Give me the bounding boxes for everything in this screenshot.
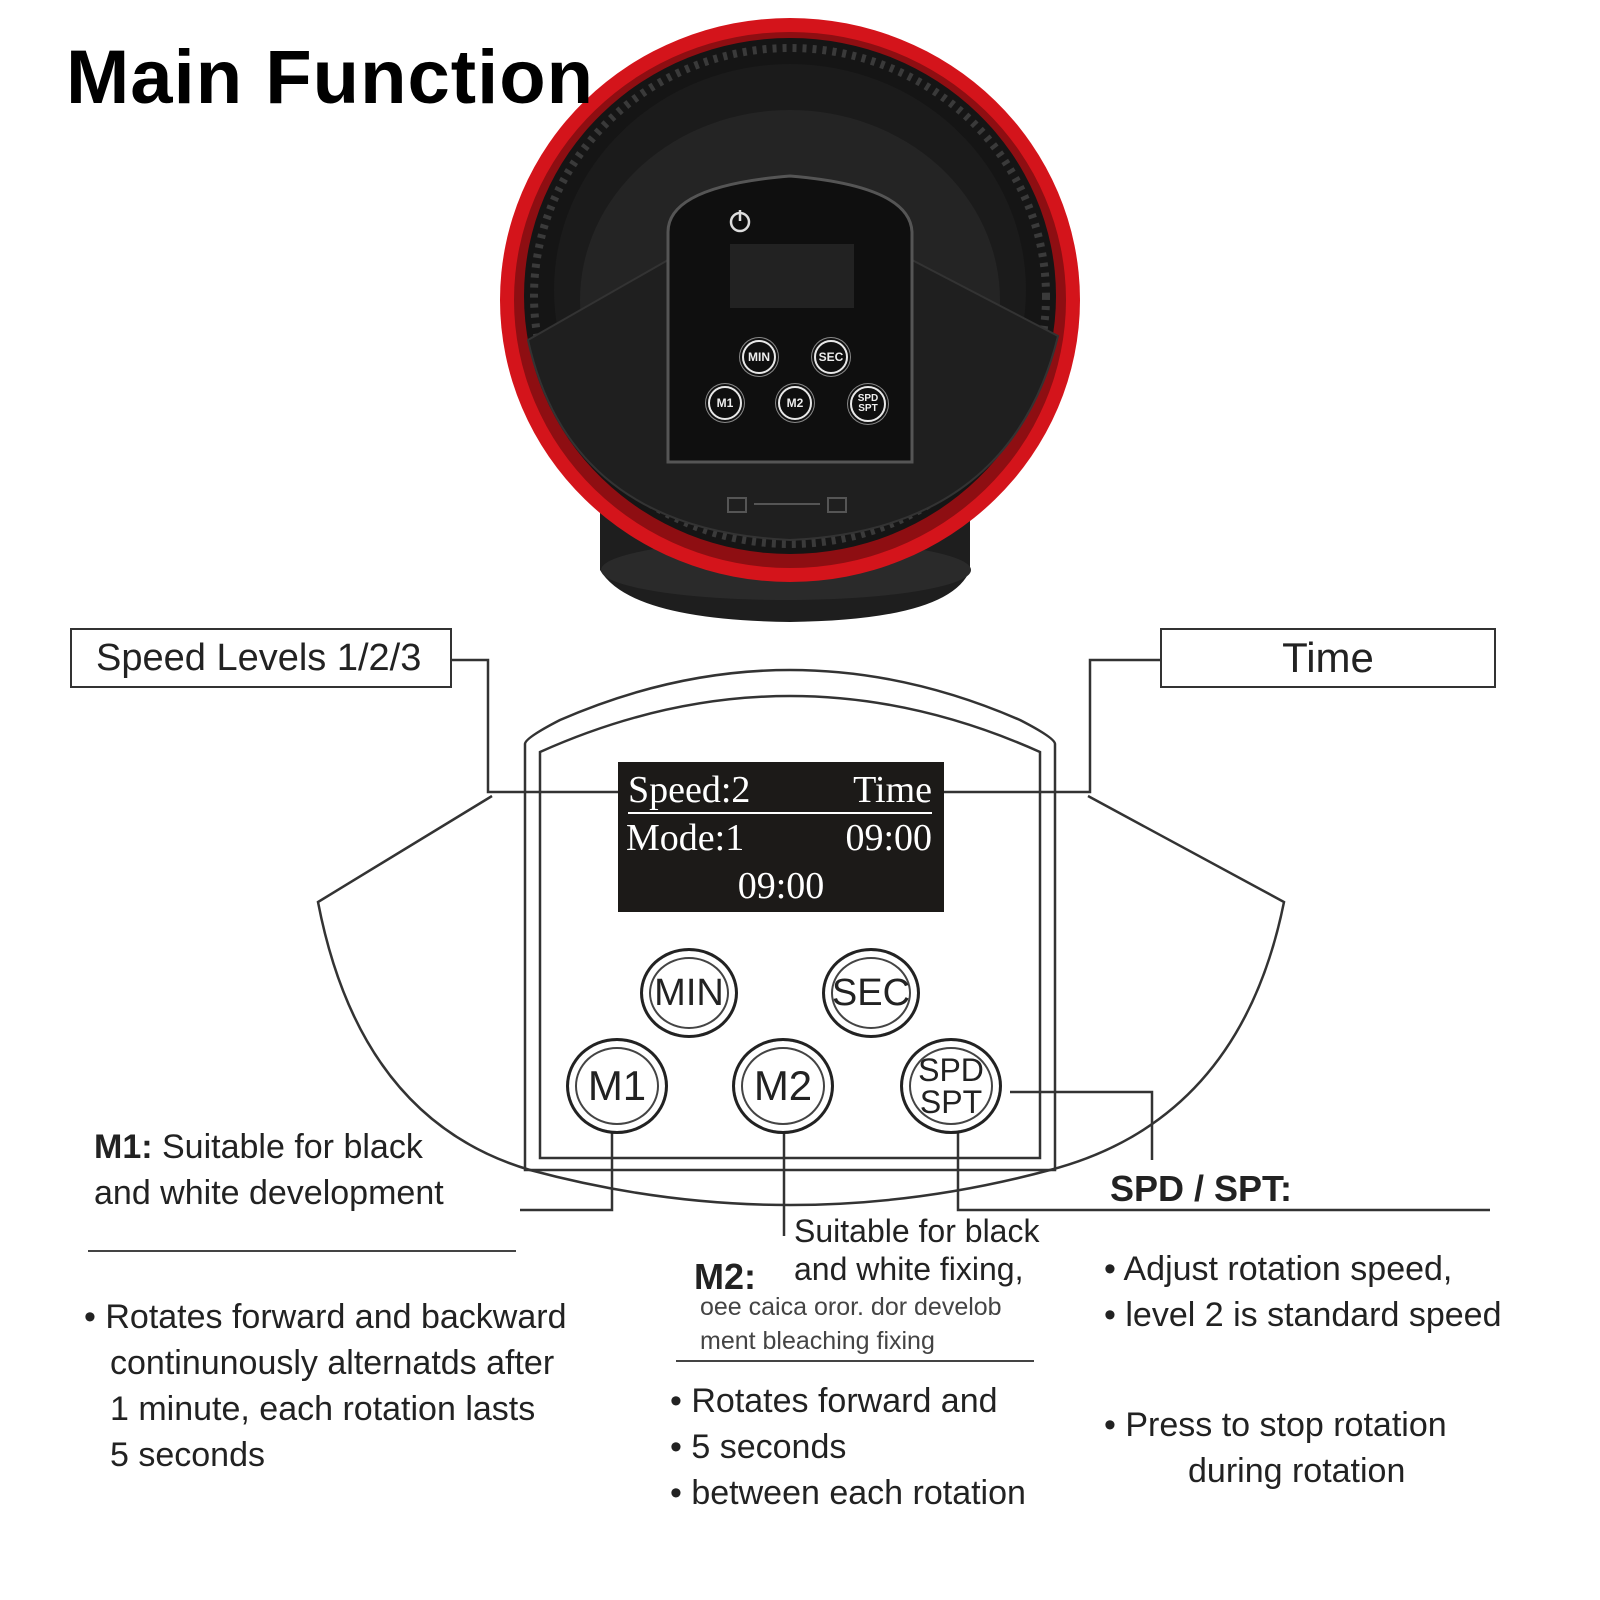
m2-bullet-2: 5 seconds <box>691 1428 847 1466</box>
display-time-label: Time <box>853 769 932 811</box>
m1-desc-line2: and white development <box>94 1174 444 1212</box>
device-spd-label: SPD <box>857 393 879 404</box>
time-callout: Time <box>1160 628 1496 688</box>
min-button[interactable]: MIN <box>640 948 738 1038</box>
m2-description: Suitable for black and white fixing, <box>794 1212 1039 1288</box>
m1-bullets: • Rotates forward and backward continuno… <box>84 1294 566 1478</box>
device-spt-label: SPT <box>858 403 878 414</box>
display-time-value-2: 09:00 <box>737 865 825 907</box>
m1-divider <box>88 1250 516 1252</box>
m2-description-extra: oee caica oror. dor develob ment bleachi… <box>700 1290 1002 1358</box>
spd-spt-bullets-top: • Adjust rotation speed, • level 2 is st… <box>1104 1250 1502 1334</box>
m1-bullet-1: • Rotates forward and backward <box>84 1298 567 1336</box>
display-mode: Mode:1 <box>626 817 745 859</box>
spd-spt-bullet-3: Press to stop rotation <box>1125 1406 1447 1444</box>
m1-bullet-1-text: Rotates forward and backward <box>105 1298 567 1336</box>
display-divider <box>628 812 932 814</box>
m2-bullet-3: between each rotation <box>691 1474 1026 1512</box>
time-callout-label: Time <box>1282 634 1374 681</box>
m2-desc-line2: and white fixing, <box>794 1251 1024 1287</box>
device-spd-spt-button: SPD SPT <box>850 386 886 422</box>
m2-bullet-1: Rotates forward and <box>691 1382 998 1420</box>
m2-heading: M2: <box>694 1256 756 1297</box>
display-speed: Speed:2 <box>628 769 751 811</box>
m1-bullet-2: continunously alternatds after <box>110 1344 555 1382</box>
m2-desc-line1: Suitable for black <box>794 1213 1040 1249</box>
spd-spt-button[interactable]: SPD SPT <box>900 1038 1002 1134</box>
device-sec-button: SEC <box>814 340 848 374</box>
device-min-button: MIN <box>742 340 776 374</box>
m2-desc-line3: oee caica oror. dor develob <box>700 1293 1002 1321</box>
panel-line-art <box>316 658 1490 1236</box>
spd-spt-bullet-4: during rotation <box>1188 1452 1406 1490</box>
device-m1-button: M1 <box>708 386 742 420</box>
m2-button[interactable]: M2 <box>732 1038 834 1134</box>
m2-divider <box>676 1360 1034 1362</box>
lcd-display: Speed:2 Time Mode:1 09:00 09:00 <box>618 762 944 912</box>
speed-levels-label: Speed Levels 1/2/3 <box>96 636 422 679</box>
spd-spt-heading: SPD / SPT: <box>1110 1168 1293 1209</box>
spt-label: SPT <box>919 1084 983 1120</box>
m1-desc-line1: Suitable for black <box>152 1128 423 1166</box>
spd-spt-bullet-2: level 2 is standard speed <box>1125 1296 1502 1334</box>
page-title: Main Function <box>66 35 595 120</box>
spd-spt-bullet-1: Adjust rotation speed, <box>1123 1250 1453 1288</box>
m1-description: M1: Suitable for black and white develop… <box>94 1124 444 1216</box>
device-m2-button: M2 <box>778 386 812 420</box>
spd-spt-bullets-bottom: • Press to stop rotation during rotation <box>1104 1406 1447 1490</box>
display-time-value: 09:00 <box>845 817 932 859</box>
m2-bullets: • Rotates forward and • 5 seconds • betw… <box>670 1382 1026 1512</box>
sec-button[interactable]: SEC <box>822 948 920 1038</box>
m2-desc-line4: ment bleaching fixing <box>700 1327 935 1355</box>
spd-label: SPD <box>918 1052 984 1088</box>
m1-button[interactable]: M1 <box>566 1038 668 1134</box>
speed-levels-callout: Speed Levels 1/2/3 <box>70 628 452 688</box>
m1-bullet-4: 5 seconds <box>110 1436 265 1474</box>
m1-bullet-3: 1 minute, each rotation lasts <box>110 1390 536 1428</box>
m1-heading: M1: <box>94 1128 153 1166</box>
